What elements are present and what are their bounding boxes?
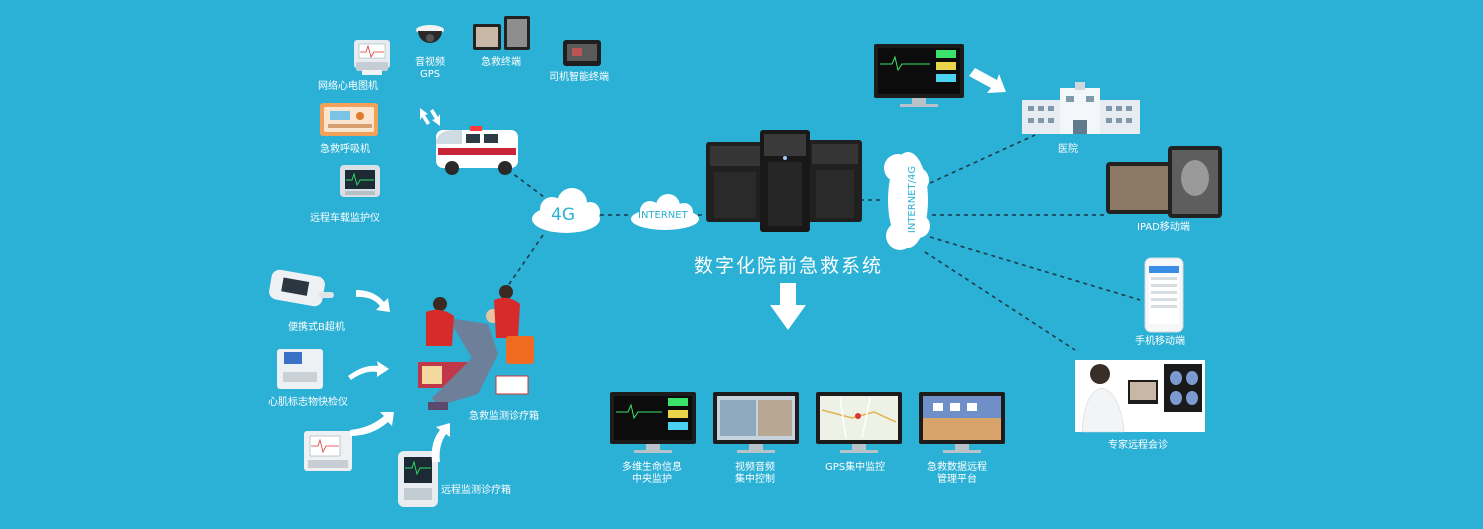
av-gps-label-line2: GPS — [420, 69, 441, 80]
bultra-label: 便携式B超机 — [288, 322, 345, 333]
link-phone — [929, 236, 1141, 301]
link-4g-kit — [504, 234, 544, 291]
server-rack-icon — [706, 130, 862, 232]
vehicle-monitor-icon — [340, 165, 380, 197]
system-title: 数字化院前急救系统 — [694, 255, 884, 277]
top-monitor-icon — [874, 44, 964, 107]
bottom-monitor-2-icon — [713, 392, 799, 453]
ipad-icon — [1106, 146, 1222, 218]
bottom-monitor-1-icon — [610, 392, 696, 453]
bottom4-label-line1: 急救数据远程 — [927, 462, 987, 473]
expert-consult-icon — [1075, 360, 1205, 433]
cloud-internet — [631, 194, 699, 230]
bottom2-label-line2: 集中控制 — [735, 474, 775, 485]
rescue-terminal-label: 急救终端 — [481, 57, 521, 68]
down-arrow-icon — [770, 283, 806, 330]
curved-arrows — [348, 290, 450, 462]
rescue-scene-icon — [418, 285, 534, 410]
expert-label: 专家远程会诊 — [1108, 440, 1168, 451]
kit1-label: 急救监测诊疗箱 — [469, 411, 539, 422]
driver-terminal-icon — [563, 40, 601, 66]
ventilator-label: 急救呼吸机 — [320, 144, 370, 155]
hospital-icon — [1022, 82, 1140, 134]
ecg-label: 网络心电图机 — [318, 81, 378, 92]
bottom2-label-line1: 视频音频 — [735, 462, 775, 473]
av-gps-label-line1: 音视频 — [415, 57, 445, 68]
connection-lines — [504, 134, 1141, 351]
camera-icon — [416, 25, 444, 43]
cloud-internet4g — [884, 152, 930, 250]
monitor-label: 远程车载监护仪 — [310, 213, 380, 224]
hospital-label: 医院 — [1058, 144, 1078, 155]
bottom4-label-line2: 管理平台 — [937, 474, 977, 485]
link-ambulance-4g — [507, 169, 549, 201]
cloud-4g — [532, 188, 600, 233]
bottom1-label-line1: 多维生命信息 — [622, 462, 682, 473]
cardiac-analyzer-icon — [277, 349, 323, 389]
cloud-internet4g-text: INTERNET/4G — [907, 165, 919, 234]
rescue-terminal-icon — [473, 16, 530, 50]
phone-icon — [1144, 257, 1184, 333]
ambulance-icon — [436, 126, 518, 175]
sync-arrows-icon — [420, 108, 440, 126]
driver-terminal-label: 司机智能终端 — [549, 72, 609, 83]
bottom3-label: GPS集中监控 — [825, 462, 886, 473]
bottom-monitor-4-icon — [919, 392, 1005, 453]
bottom-monitor-3-icon — [816, 392, 902, 453]
bedside-monitor-icon — [304, 431, 352, 471]
ipad-label: IPAD移动端 — [1137, 222, 1190, 233]
portable-kit-icon — [398, 451, 438, 507]
link-expert — [924, 251, 1076, 351]
ventilator-icon — [320, 103, 378, 136]
arrow-to-hospital-icon — [969, 68, 1006, 93]
ecg-machine-icon — [354, 40, 390, 75]
bottom1-label-line2: 中央监护 — [632, 474, 672, 485]
phone-label: 手机移动端 — [1135, 336, 1185, 347]
kit2-label: 远程监测诊疗箱 — [441, 485, 511, 496]
cardiac-label: 心肌标志物快检仪 — [268, 397, 348, 408]
cloud-4g-text: 4G — [551, 205, 575, 225]
b-ultrasound-icon — [269, 269, 334, 307]
cloud-internet-text: INTERNET — [638, 210, 688, 221]
link-hospital — [929, 134, 1036, 184]
